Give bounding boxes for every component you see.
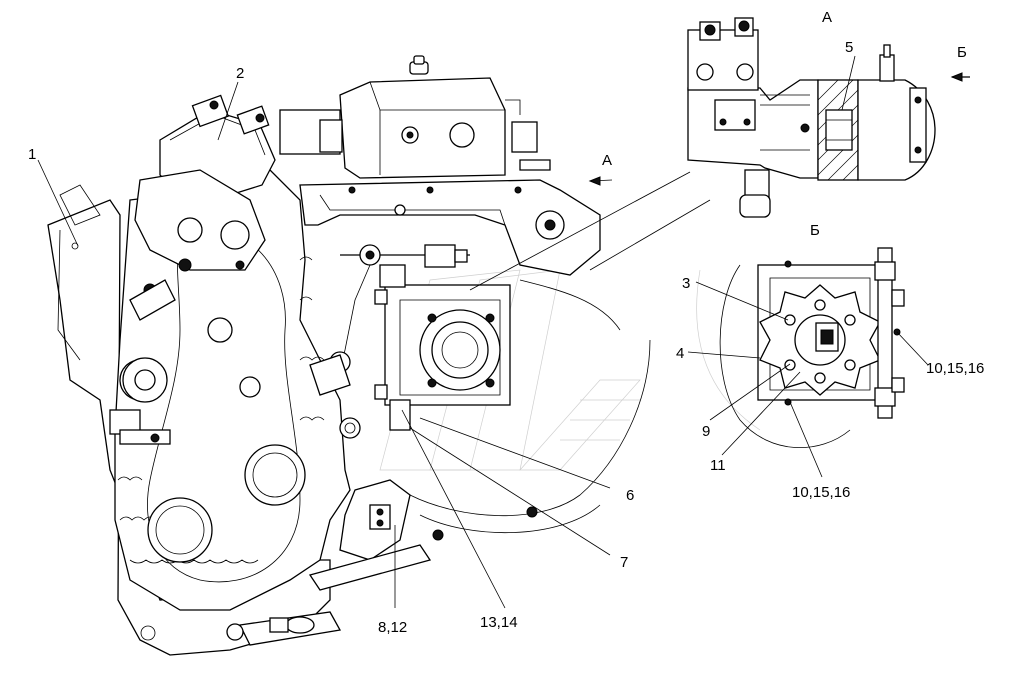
view-b-detail [719,247,905,448]
view-letter-b-title: Б [810,222,820,239]
label-1: 1 [28,146,36,163]
view-letter-a-main: А [602,152,612,169]
label-7: 7 [620,554,628,571]
label-5: 5 [845,39,853,56]
label-10-15-16-bottom: 10,15,16 [792,484,850,501]
mounting-bracket [47,199,331,656]
view-letter-b-arrow: Б [957,44,967,61]
view-a-detail [687,17,970,218]
leader-lines [37,55,929,609]
label-13-14: 13,14 [480,614,518,631]
label-11: 11 [710,457,726,474]
label-8-12: 8,12 [378,619,407,636]
label-3: 3 [682,275,690,292]
main-assembly [47,55,651,656]
label-4: 4 [676,345,684,362]
label-10-15-16-right: 10,15,16 [926,360,984,377]
label-6: 6 [626,487,634,504]
label-9: 9 [702,423,710,440]
top-reservoir [339,77,506,179]
callout-labels: 1 2 3 4 5 6 7 9 11 8,12 13,14 10,15,16 1… [28,9,984,636]
label-2: 2 [236,65,244,82]
view-letter-a-title: А [822,9,832,26]
cross-frame [299,179,601,276]
